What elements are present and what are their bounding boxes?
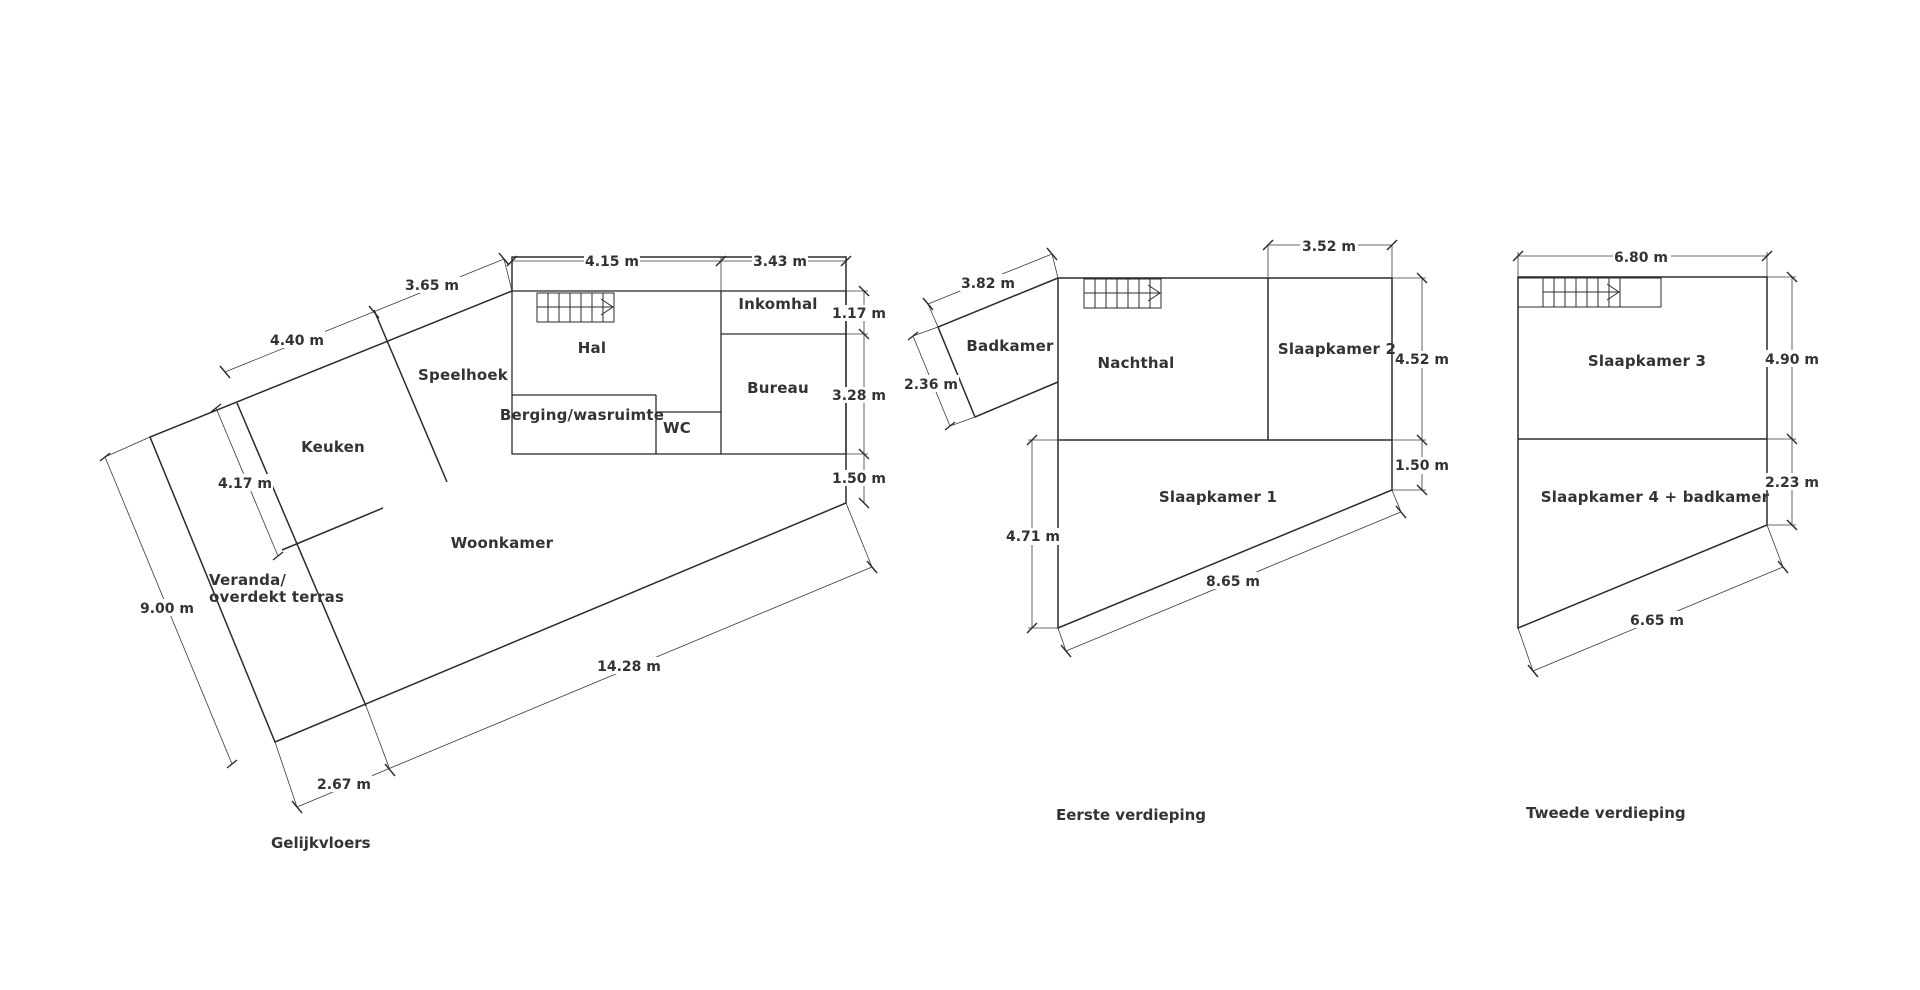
dim-label-right-bottom-second: 2.23 m — [1765, 475, 1819, 491]
dim-label-left-slaap1: 4.71 m — [1006, 529, 1060, 545]
veranda-divider-wall — [236, 402, 367, 707]
room-label-hal: Hal — [578, 339, 606, 357]
floor-title-ground: Gelijkvloers — [271, 834, 371, 852]
dim-label-top-second: 6.80 m — [1614, 250, 1668, 266]
ground-dimensions — [99, 252, 878, 814]
room-label-slaapkamer2: Slaapkamer 2 — [1278, 340, 1396, 358]
room-label-slaapkamer1: Slaapkamer 1 — [1159, 488, 1277, 506]
second-stairs — [1517, 277, 1662, 308]
room-label-speelhoek: Speelhoek — [418, 366, 509, 384]
dim-label-keuken-inner: 4.17 m — [218, 476, 272, 492]
first-stairs — [1083, 278, 1162, 309]
dim-label-top-inkom: 3.43 m — [753, 254, 807, 270]
dim-label-right-bureau: 3.28 m — [832, 388, 886, 404]
dim-label-right-slaap2: 4.52 m — [1395, 352, 1449, 368]
first-floor-plan: Badkamer Nachthal Slaapkamer 2 Slaapkame… — [903, 237, 1450, 824]
floor-title-second: Tweede verdieping — [1526, 804, 1686, 822]
room-label-berging: Berging/wasruimte — [500, 406, 664, 424]
dim-label-diag-keuken: 4.40 m — [270, 333, 324, 349]
speelhoek-divider-wall — [373, 309, 448, 483]
dim-label-bottom-total: 14.28 m — [597, 659, 661, 675]
room-label-nachthal: Nachthal — [1098, 354, 1175, 372]
dim-label-left-total: 9.00 m — [140, 601, 194, 617]
second-floor-plan: Slaapkamer 3 Slaapkamer 4 + badkamer 6.8… — [1512, 248, 1820, 822]
hal-block — [511, 290, 847, 455]
room-label-bureau: Bureau — [747, 379, 809, 397]
kitchen-counter-wall — [281, 507, 384, 551]
room-label-veranda-line1: Veranda/ — [209, 571, 286, 589]
dim-label-diag-speelhoek: 3.65 m — [405, 278, 459, 294]
ground-stairs — [536, 292, 615, 323]
room-label-slaapkamer3: Slaapkamer 3 — [1588, 352, 1706, 370]
room-label-veranda-line2: overdekt terras — [209, 588, 344, 606]
room-label-wc: WC — [663, 419, 691, 437]
dim-label-bottom-veranda: 2.67 m — [317, 777, 371, 793]
dim-label-top-hal: 4.15 m — [585, 254, 639, 270]
dim-label-bad-left: 2.36 m — [904, 377, 958, 393]
dim-label-right-bottom: 1.50 m — [832, 471, 886, 487]
dim-label-right-bottom-first: 1.50 m — [1395, 458, 1449, 474]
dim-label-bad-top: 3.82 m — [961, 276, 1015, 292]
first-dimensions — [907, 239, 1428, 658]
dim-label-top-slaap2: 3.52 m — [1302, 239, 1356, 255]
room-label-inkomhal: Inkomhal — [738, 295, 817, 313]
room-label-keuken: Keuken — [301, 438, 365, 456]
dim-label-bottom-slaap1: 8.65 m — [1206, 574, 1260, 590]
dim-label-right-inkom: 1.17 m — [832, 306, 886, 322]
dim-label-right-top-second: 4.90 m — [1765, 352, 1819, 368]
ground-floor-plan: Hal Inkomhal Bureau Berging/wasruimte WC… — [99, 252, 890, 852]
room-label-woonkamer: Woonkamer — [451, 534, 554, 552]
dim-label-bottom-second: 6.65 m — [1630, 613, 1684, 629]
room-label-badkamer: Badkamer — [966, 337, 1054, 355]
room-label-slaapkamer4: Slaapkamer 4 + badkamer — [1541, 488, 1770, 506]
second-outline-walls — [1517, 276, 1768, 630]
badkamer-walls — [937, 277, 1059, 418]
floor-title-first: Eerste verdieping — [1056, 806, 1206, 824]
